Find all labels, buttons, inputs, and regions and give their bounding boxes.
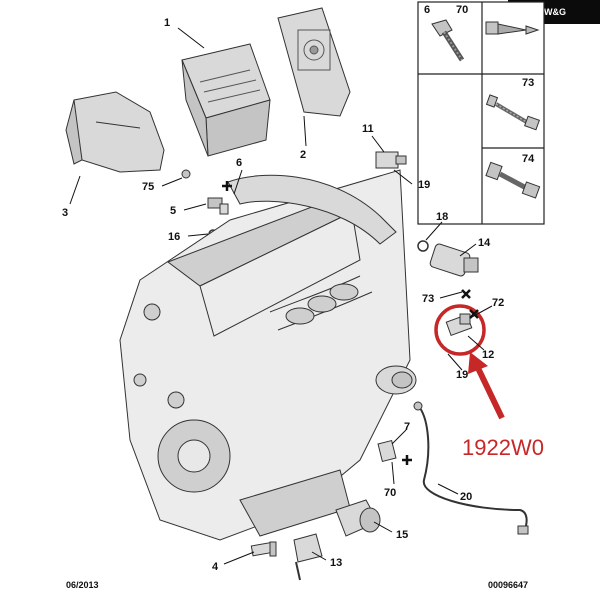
part-6-sensor (207, 197, 229, 215)
engine-block (119, 169, 417, 541)
label-3: 3 (62, 207, 68, 219)
label-72: 72 (492, 297, 504, 309)
part-11-connector (375, 151, 407, 169)
part-12-camshaft-sensor (445, 313, 473, 336)
callout-part-number: 1922W0 (462, 435, 544, 460)
part-20-pipe (413, 401, 529, 535)
label-19-bottom: 19 (456, 369, 468, 381)
part-18-seal (417, 240, 429, 252)
label-20: 20 (460, 491, 472, 503)
label-70: 70 (384, 487, 396, 499)
label-13: 13 (330, 557, 342, 569)
part-14-solenoid (429, 243, 479, 277)
label-75: 75 (142, 181, 154, 193)
part-15-pump (335, 499, 381, 537)
label-6: 6 (236, 157, 242, 169)
brand-text: W&G (544, 7, 566, 17)
part-75-nut (181, 169, 191, 179)
fastener-label-6: 6 (424, 4, 430, 16)
label-2: 2 (300, 149, 306, 161)
ecu-module (181, 43, 271, 157)
flange-bolt-icon (431, 19, 465, 62)
label-12: 12 (482, 349, 494, 361)
callout-arrow (468, 352, 505, 420)
footer-date: 06/2013 (66, 580, 99, 590)
label-18: 18 (436, 211, 448, 223)
part-labels: 1 2 3 4 5 6 7 11 12 13 14 15 16 18 19 19… (62, 17, 504, 573)
fastener-panel: 6 70 73 74 (417, 1, 545, 225)
label-14: 14 (478, 237, 491, 249)
label-15: 15 (396, 529, 408, 541)
fastener-label-70: 70 (456, 4, 468, 16)
footer-reference: 00096647 (488, 580, 528, 590)
long-bolt-icon (485, 94, 540, 131)
label-1: 1 (164, 17, 170, 29)
wood-screw-icon (485, 21, 540, 35)
label-73: 73 (422, 293, 434, 305)
label-5: 5 (170, 205, 176, 217)
label-4: 4 (212, 561, 219, 573)
label-7: 7 (404, 421, 410, 433)
leader-lines (69, 27, 493, 565)
part-4-sensor (250, 541, 277, 557)
part-13-bracket (293, 533, 323, 581)
fastener-label-74: 74 (522, 153, 535, 165)
ecu-bracket (277, 7, 351, 117)
cross-markers (222, 181, 479, 465)
part-7-sensor (377, 439, 397, 463)
fastener-label-73: 73 (522, 77, 534, 89)
label-19-top: 19 (418, 179, 430, 191)
stud-bolt-icon (485, 161, 541, 199)
heat-shield-cover (65, 91, 165, 173)
label-16: 16 (168, 231, 180, 243)
label-11: 11 (362, 123, 374, 135)
highlight-circle (434, 304, 486, 356)
